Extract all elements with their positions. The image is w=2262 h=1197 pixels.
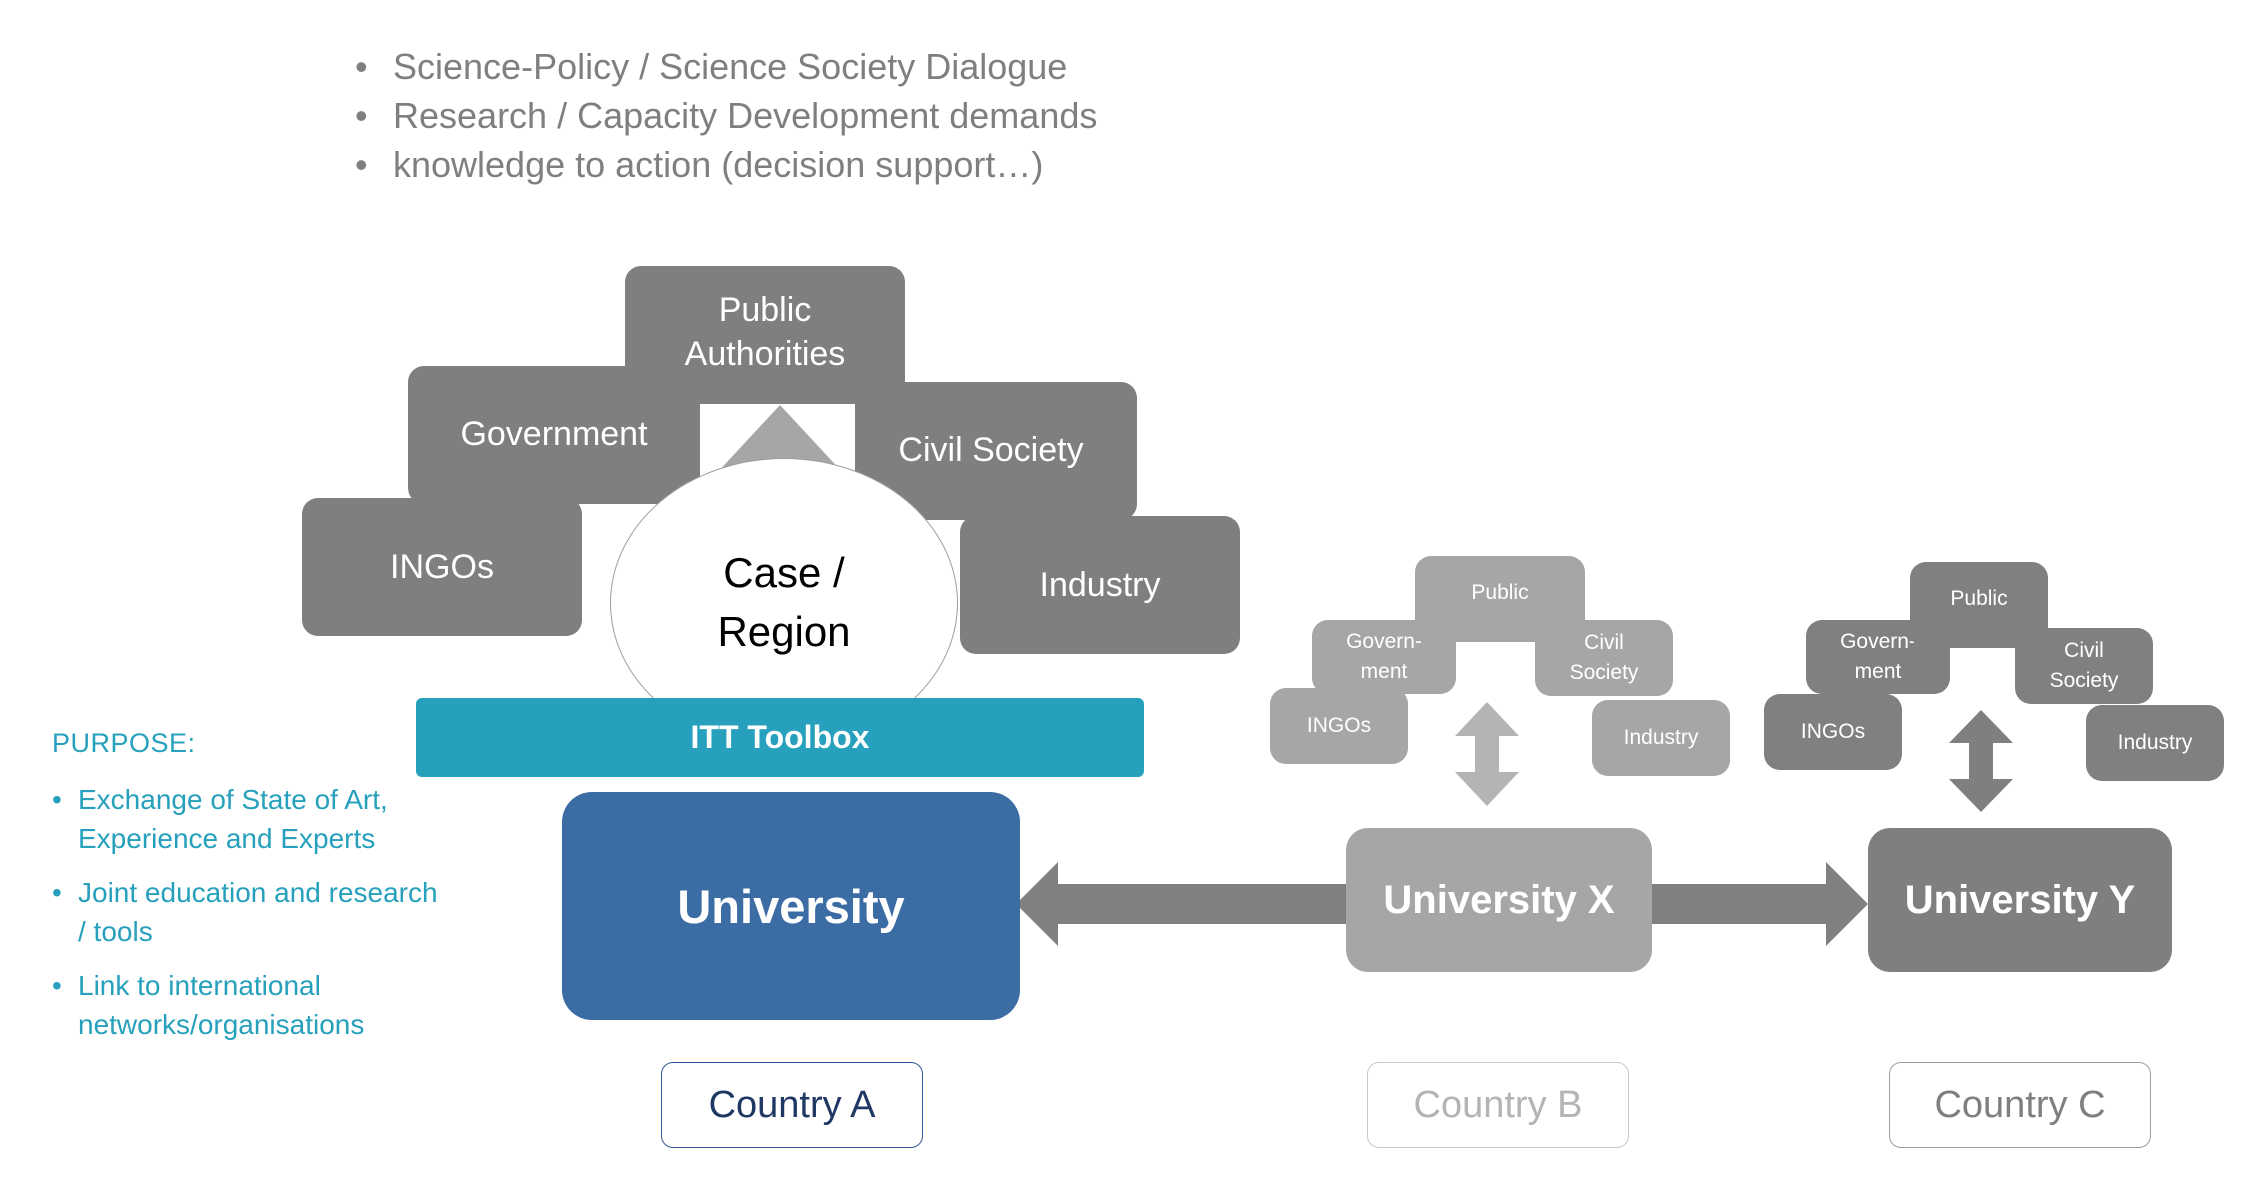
pointer-triangle-icon	[715, 405, 845, 475]
industry-label-c: Industry	[2117, 730, 2193, 754]
public-box-b: Public	[1415, 556, 1585, 642]
university-y-box: University Y	[1868, 828, 2172, 972]
country-c-label: Country C	[1934, 1083, 2106, 1126]
ingos-box-c: INGOs	[1764, 694, 1902, 770]
context-bullet-list: Science-Policy / Science Society Dialogu…	[355, 42, 1255, 189]
ingos-label-b: INGOs	[1306, 713, 1372, 737]
itt-toolbox-label: ITT Toolbox	[690, 719, 870, 755]
purpose-item: Link to international networks/organisat…	[52, 966, 452, 1044]
ingos-box-b: INGOs	[1270, 688, 1408, 764]
civil-society-label: Civil Society	[898, 431, 1084, 469]
vertical-double-arrow-c-icon	[1949, 710, 2013, 812]
university-y-label: University Y	[1904, 877, 2136, 922]
university-a-box: University	[562, 792, 1020, 1020]
context-bullet: knowledge to action (decision support…)	[355, 140, 1255, 189]
university-a-label: University	[677, 879, 905, 933]
itt-toolbox-bar: ITT Toolbox	[416, 698, 1144, 777]
public-authorities-label: Public Authorities	[684, 291, 846, 374]
public-authorities-box: Public Authorities	[625, 266, 905, 416]
country-a-label-box: Country A	[661, 1062, 923, 1148]
purpose-title: PURPOSE:	[52, 728, 196, 758]
country-c-label-box: Country C	[1889, 1062, 2151, 1148]
government-label-b: Govern-ment	[1346, 629, 1422, 683]
industry-label-b: Industry	[1623, 725, 1699, 749]
government-label: Government	[460, 415, 648, 453]
industry-box-c: Industry	[2086, 705, 2224, 781]
civil-society-label-b: Civil Society	[1569, 630, 1639, 684]
industry-label: Industry	[1039, 565, 1161, 604]
university-x-box: University X	[1346, 828, 1652, 972]
university-x-label: University X	[1383, 877, 1615, 922]
country-b-label: Country B	[1413, 1083, 1583, 1126]
country-a-label: Country A	[708, 1083, 876, 1126]
context-bullet: Science-Policy / Science Society Dialogu…	[355, 42, 1255, 91]
left-arrow-to-university-icon	[1016, 862, 1356, 946]
context-bullet: Research / Capacity Development demands	[355, 91, 1255, 140]
purpose-list: Exchange of State of Art, Experience and…	[52, 780, 452, 1059]
government-label-c: Govern-ment	[1840, 629, 1916, 683]
purpose-item: Joint education and research / tools	[52, 873, 452, 951]
purpose-item: Exchange of State of Art, Experience and…	[52, 780, 452, 858]
case-region-label: Case / Region	[717, 549, 851, 655]
industry-box: Industry	[960, 516, 1240, 654]
ingos-label: INGOs	[390, 547, 494, 586]
industry-box-b: Industry	[1592, 700, 1730, 776]
public-label-c: Public	[1950, 587, 2008, 610]
vertical-double-arrow-b-icon	[1455, 702, 1519, 806]
civil-society-label-c: Civil Society	[2049, 638, 2119, 692]
ingos-label-c: INGOs	[1800, 719, 1866, 743]
right-arrow-to-university-y-icon	[1648, 862, 1868, 946]
country-b-label-box: Country B	[1367, 1062, 1629, 1148]
ingos-box: INGOs	[302, 498, 582, 636]
public-box-c: Public	[1910, 562, 2048, 648]
public-label-b: Public	[1471, 581, 1529, 604]
